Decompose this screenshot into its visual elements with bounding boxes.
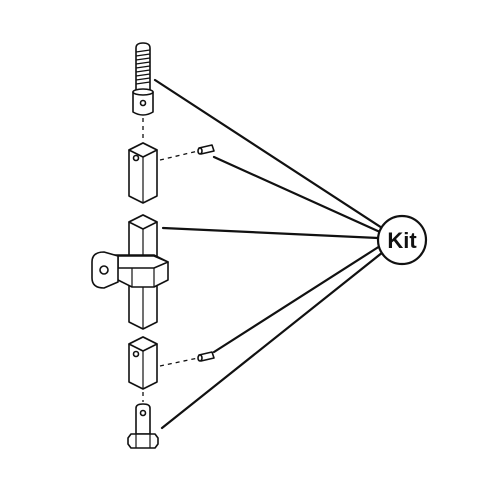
- pin-dash-upper: [159, 150, 199, 161]
- leader-line-bottom-bolt: [160, 250, 385, 430]
- bottom-bolt: [127, 403, 159, 449]
- pin-dash-lower: [159, 357, 199, 367]
- upper-pin: [197, 144, 215, 155]
- lower-pin: [197, 351, 215, 362]
- leader-line-stud: [153, 78, 384, 230]
- leader-line-upper-pin: [212, 155, 382, 234]
- leader-lines: [153, 78, 385, 430]
- leader-line-clamp: [161, 226, 380, 240]
- upper-tube: [128, 142, 158, 204]
- kit-badge: Kit: [376, 214, 428, 266]
- leader-line-lower-pin: [212, 244, 382, 354]
- clamp-bracket: [91, 251, 169, 289]
- kit-label: Kit: [387, 228, 417, 253]
- lower-tube: [128, 336, 158, 390]
- threaded-stud: [132, 42, 154, 116]
